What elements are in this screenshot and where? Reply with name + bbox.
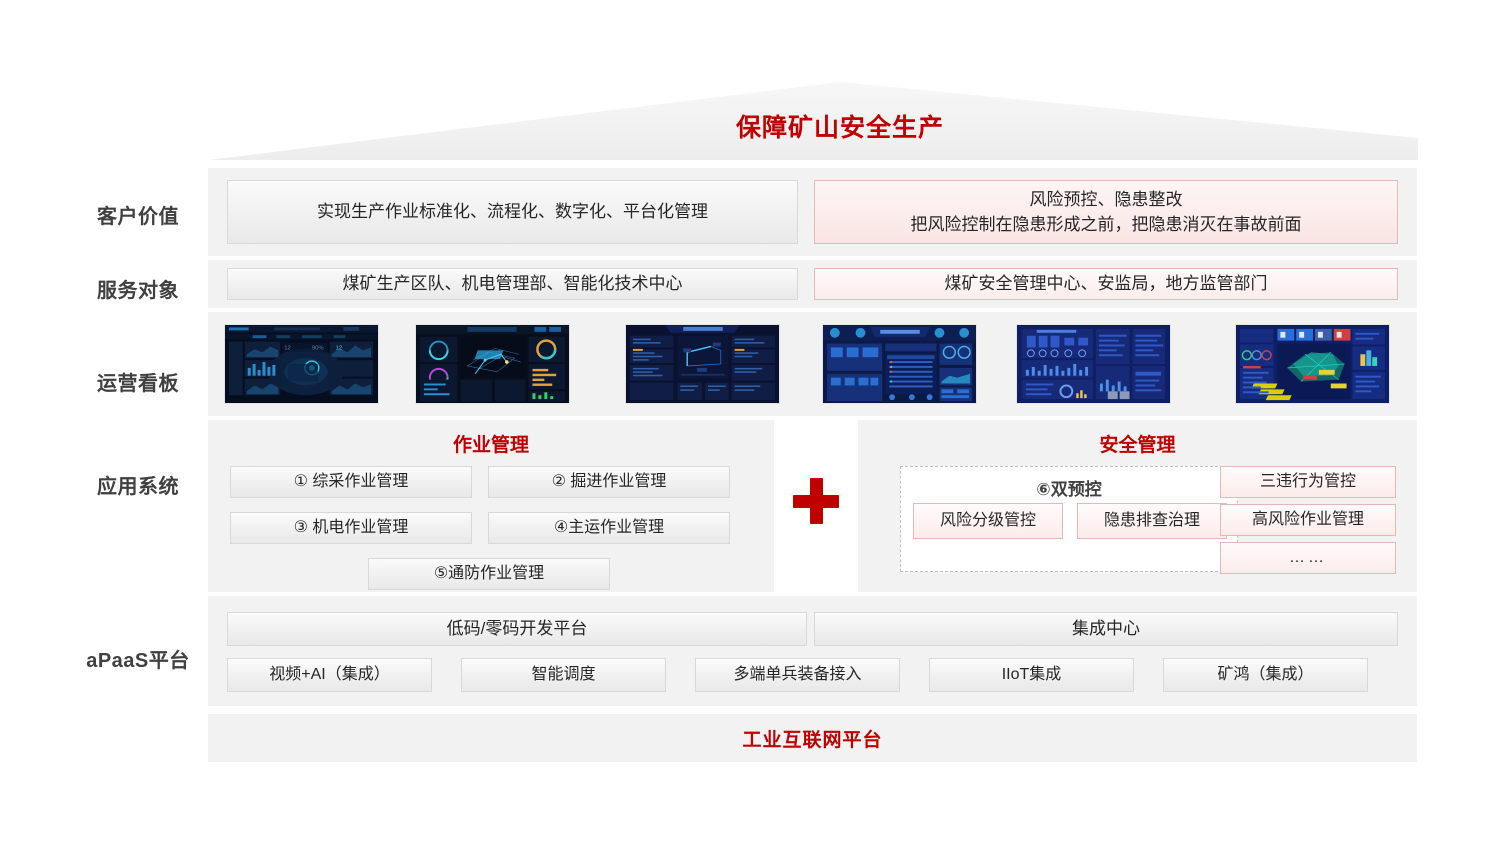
apaas-bottom-item-1[interactable]: 视频+AI（集成） xyxy=(227,658,432,692)
industrial-internet-platform-bar: 工业互联网平台 xyxy=(208,714,1417,762)
dual-control-item-2[interactable]: 隐患排查治理 xyxy=(1077,503,1227,539)
safety-management-panel: 安全管理 ⑥双预控 风险分级管控 隐患排查治理 三违行为管控 高风险作业管理 …… xyxy=(858,420,1417,592)
service-target-right-box: 煤矿安全管理中心、安监局，地方监管部门 xyxy=(814,268,1398,300)
apaas-top-item-2[interactable]: 集成中心 xyxy=(814,612,1398,646)
row-label-customer-value: 客户价值 xyxy=(97,206,179,228)
app-item-2[interactable]: ② 掘进作业管理 xyxy=(488,466,730,498)
dashboard-thumb-4[interactable] xyxy=(822,324,977,404)
customer-value-right-line1: 风险预控、隐患整改 xyxy=(1029,189,1183,209)
dual-control-title: ⑥双预控 xyxy=(1036,480,1102,499)
dashboard-thumb-5[interactable] xyxy=(1016,324,1171,404)
app-item-5[interactable]: ⑤通防作业管理 xyxy=(368,558,610,590)
safety-side-item-more[interactable]: …… xyxy=(1220,542,1396,574)
apaas-top-item-1[interactable]: 低码/零码开发平台 xyxy=(227,612,807,646)
safety-management-title: 安全管理 xyxy=(1099,435,1176,456)
dashboard-thumb-3[interactable] xyxy=(625,324,780,404)
roof-title: 保障矿山安全生产 xyxy=(735,114,944,142)
dashboard-thumb-1[interactable]: 1290% 12 xyxy=(224,324,379,404)
ops-dashboard-band xyxy=(208,312,1417,416)
operation-management-panel: 作业管理 ① 综采作业管理 ② 掘进作业管理 ③ 机电作业管理 ④主运作业管理 … xyxy=(208,420,774,592)
roof-shape xyxy=(208,82,1418,160)
safety-side-item-1[interactable]: 三违行为管控 xyxy=(1220,466,1396,498)
app-item-1[interactable]: ① 综采作业管理 xyxy=(230,466,472,498)
svg-text:12: 12 xyxy=(336,345,343,351)
app-item-4[interactable]: ④主运作业管理 xyxy=(488,512,730,544)
customer-value-right-box: 风险预控、隐患整改 把风险控制在隐患形成之前，把隐患消灭在事故前面 xyxy=(814,180,1398,244)
customer-value-left-box: 实现生产作业标准化、流程化、数字化、平台化管理 xyxy=(227,180,798,244)
customer-value-right-line2: 把风险控制在隐患形成之前，把隐患消灭在事故前面 xyxy=(910,215,1302,234)
apaas-band: 低码/零码开发平台 集成中心 视频+AI（集成） 智能调度 多端单兵装备接入 I… xyxy=(208,596,1417,706)
service-target-band: 煤矿生产区队、机电管理部、智能化技术中心 煤矿安全管理中心、安监局，地方监管部门 xyxy=(208,260,1417,308)
app-item-3[interactable]: ③ 机电作业管理 xyxy=(230,512,472,544)
apaas-bottom-item-2[interactable]: 智能调度 xyxy=(461,658,666,692)
row-label-app-system: 应用系统 xyxy=(97,476,179,498)
safety-side-item-2[interactable]: 高风险作业管理 xyxy=(1220,504,1396,536)
dual-control-group: ⑥双预控 风险分级管控 隐患排查治理 xyxy=(900,466,1238,572)
dual-control-item-1[interactable]: 风险分级管控 xyxy=(913,503,1063,539)
row-label-apaas: aPaaS平台 xyxy=(86,650,190,672)
plus-icon xyxy=(793,478,839,524)
apaas-bottom-item-5[interactable]: 矿鸿（集成） xyxy=(1163,658,1368,692)
operation-management-title: 作业管理 xyxy=(452,435,529,456)
row-label-service-target: 服务对象 xyxy=(97,280,179,302)
dashboard-thumb-6[interactable] xyxy=(1235,324,1390,404)
row-label-ops-dashboard: 运营看板 xyxy=(97,373,179,395)
apaas-bottom-item-3[interactable]: 多端单兵装备接入 xyxy=(695,658,900,692)
customer-value-band: 实现生产作业标准化、流程化、数字化、平台化管理 风险预控、隐患整改 把风险控制在… xyxy=(208,168,1417,256)
apaas-bottom-item-4[interactable]: IIoT集成 xyxy=(929,658,1134,692)
service-target-left-box: 煤矿生产区队、机电管理部、智能化技术中心 xyxy=(227,268,798,300)
dashboard-thumb-2[interactable] xyxy=(415,324,570,404)
